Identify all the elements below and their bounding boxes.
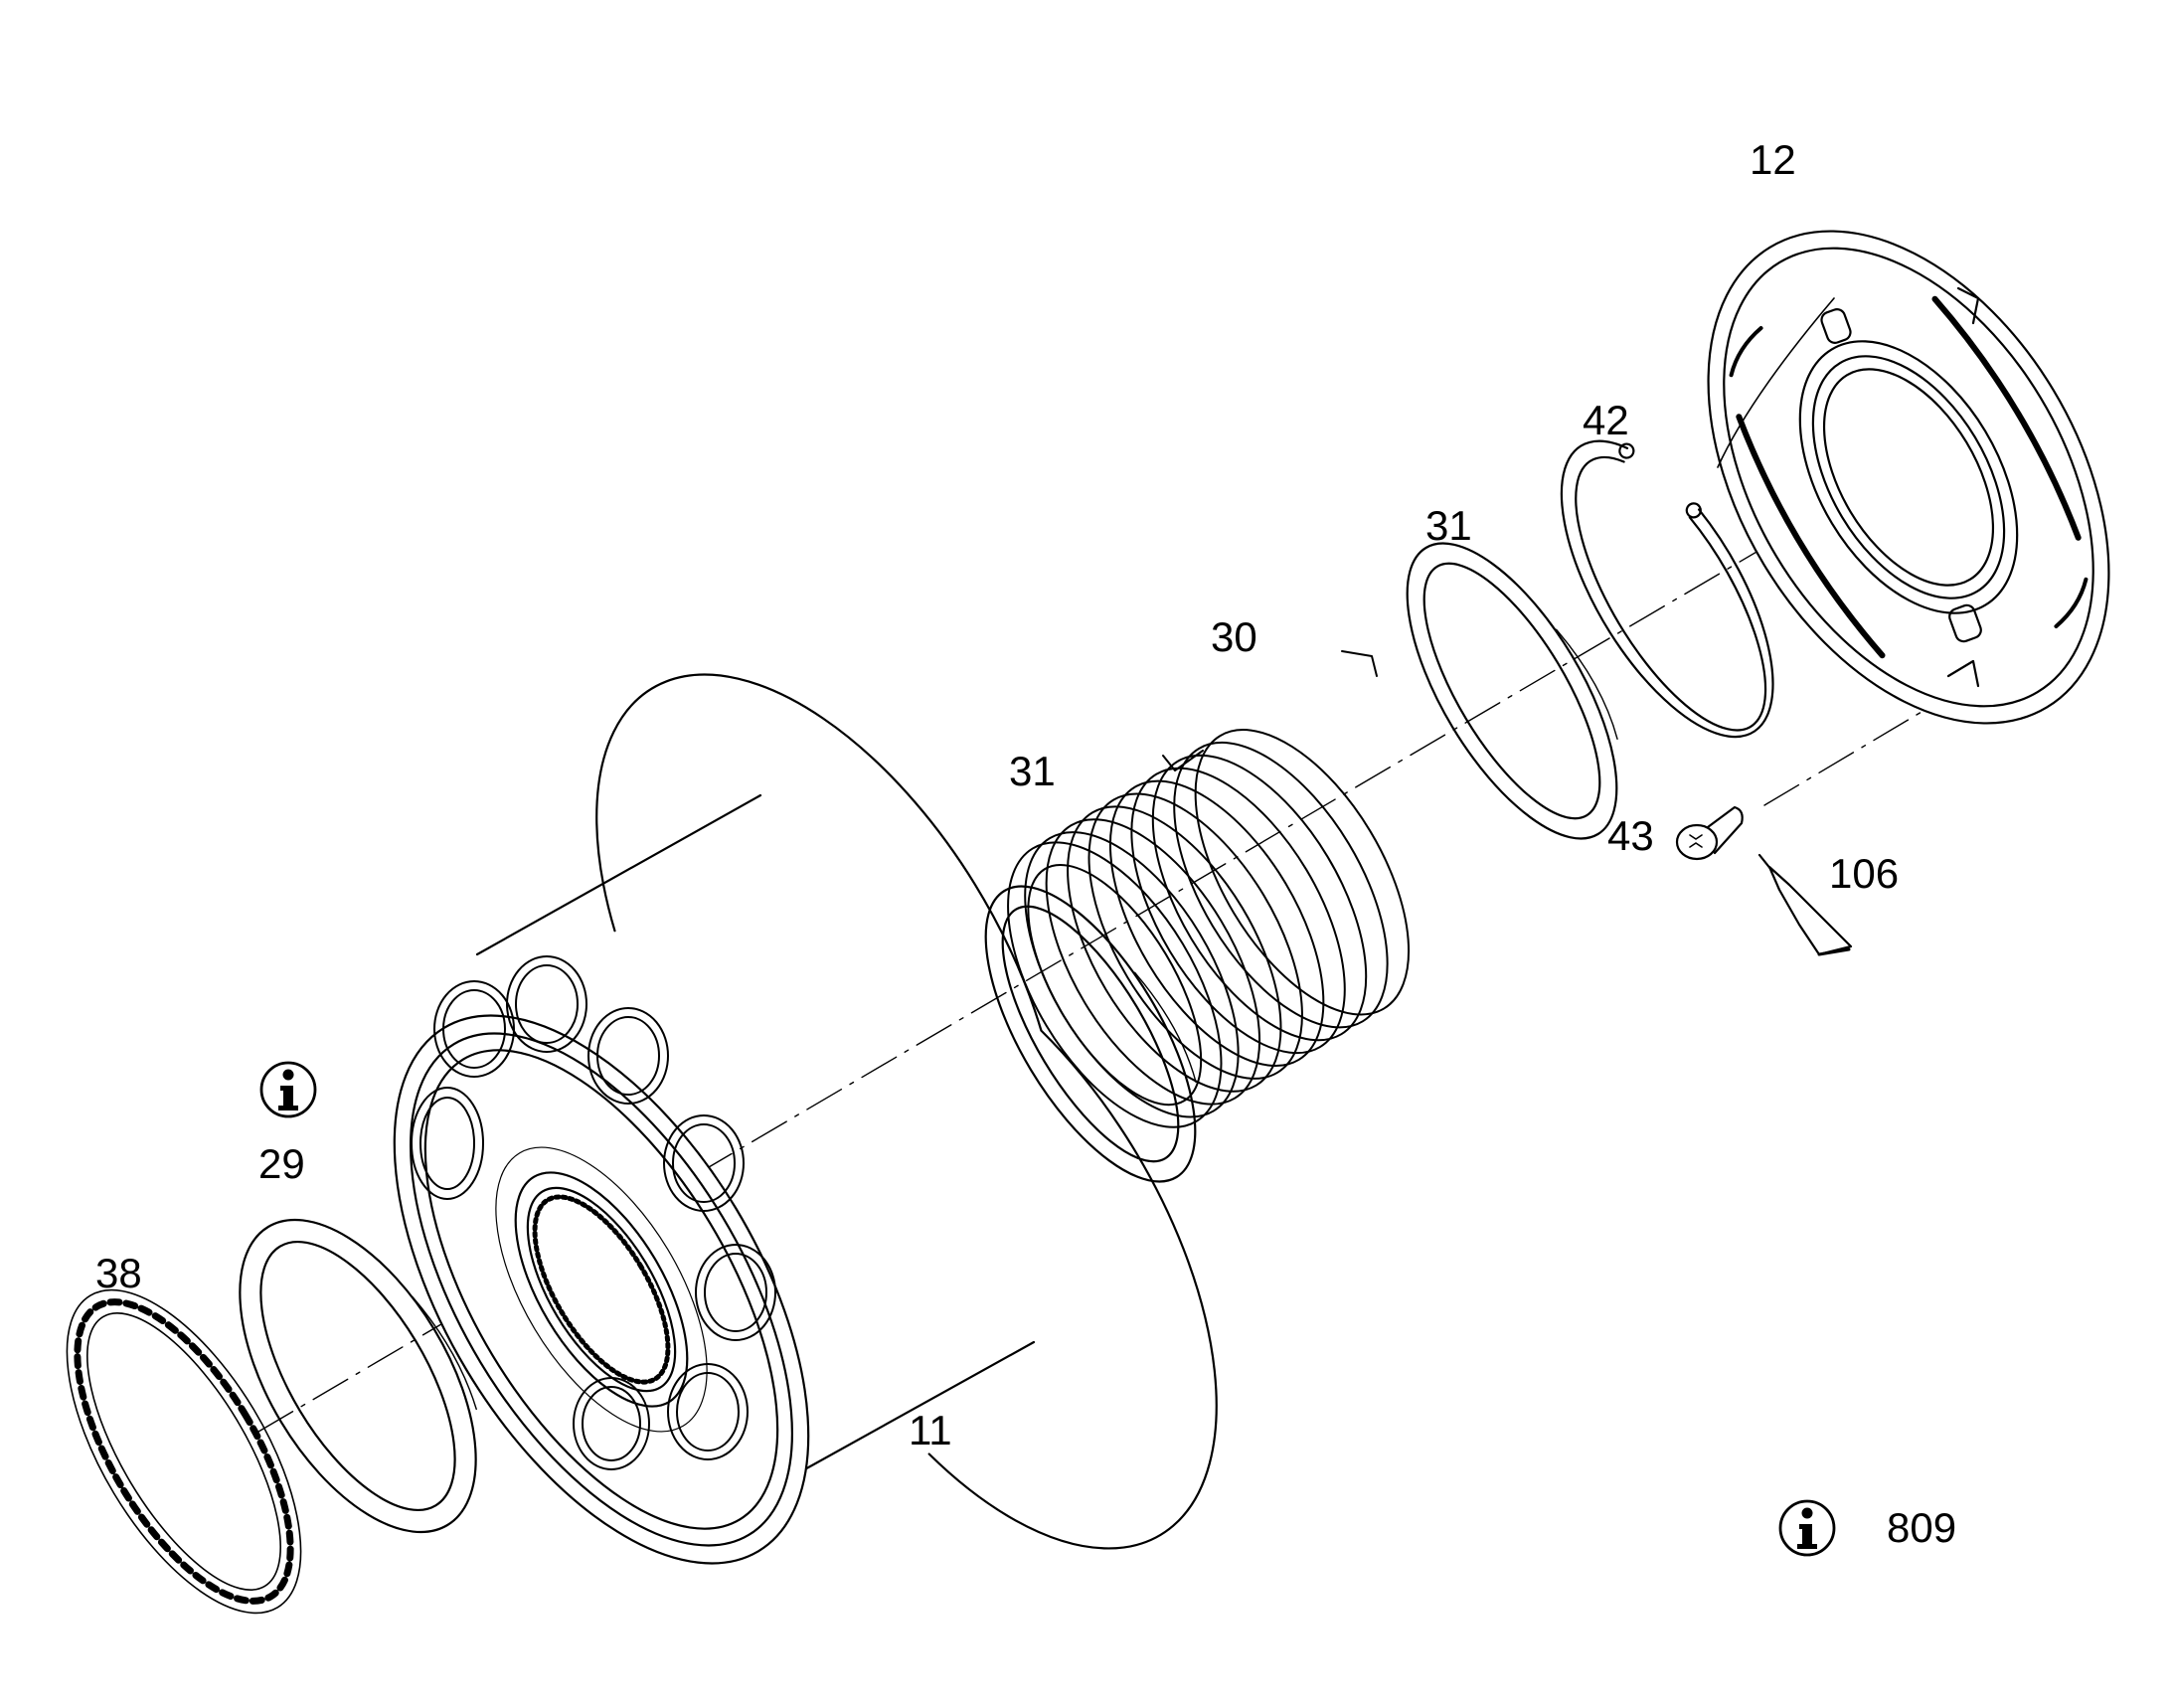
part-31-upper-washer bbox=[1406, 542, 1618, 840]
label-part-106: 106 bbox=[1829, 850, 1900, 897]
part-38-retaining-clips bbox=[66, 1288, 302, 1615]
part-31-lower-washer bbox=[984, 885, 1197, 1183]
label-part-29: 29 bbox=[258, 1140, 305, 1187]
label-part-31-upper: 31 bbox=[1425, 502, 1472, 549]
part-12-valve-plate bbox=[1707, 230, 2110, 725]
info-icon bbox=[1778, 1499, 1836, 1557]
label-part-12: 12 bbox=[1750, 136, 1796, 183]
label-part-43: 43 bbox=[1607, 812, 1654, 859]
part-29-thrust-ring bbox=[239, 1218, 477, 1534]
part-30-coil-spring bbox=[1007, 650, 1411, 1128]
label-note-809: 809 bbox=[1887, 1504, 1957, 1551]
label-part-31-lower: 31 bbox=[1009, 748, 1056, 794]
part-106-sealant-tube bbox=[1757, 853, 1853, 956]
label-part-30: 30 bbox=[1211, 613, 1257, 660]
label-part-11: 11 bbox=[909, 1407, 952, 1453]
label-part-38: 38 bbox=[95, 1250, 142, 1296]
part-11-cylinder-block bbox=[393, 673, 1218, 1565]
part-42-retaining-ring bbox=[1560, 439, 1774, 739]
label-part-42: 42 bbox=[1583, 397, 1629, 443]
part-43-screw bbox=[1675, 805, 1744, 861]
center-axis-line bbox=[257, 476, 1949, 1433]
info-icon bbox=[259, 1061, 317, 1118]
